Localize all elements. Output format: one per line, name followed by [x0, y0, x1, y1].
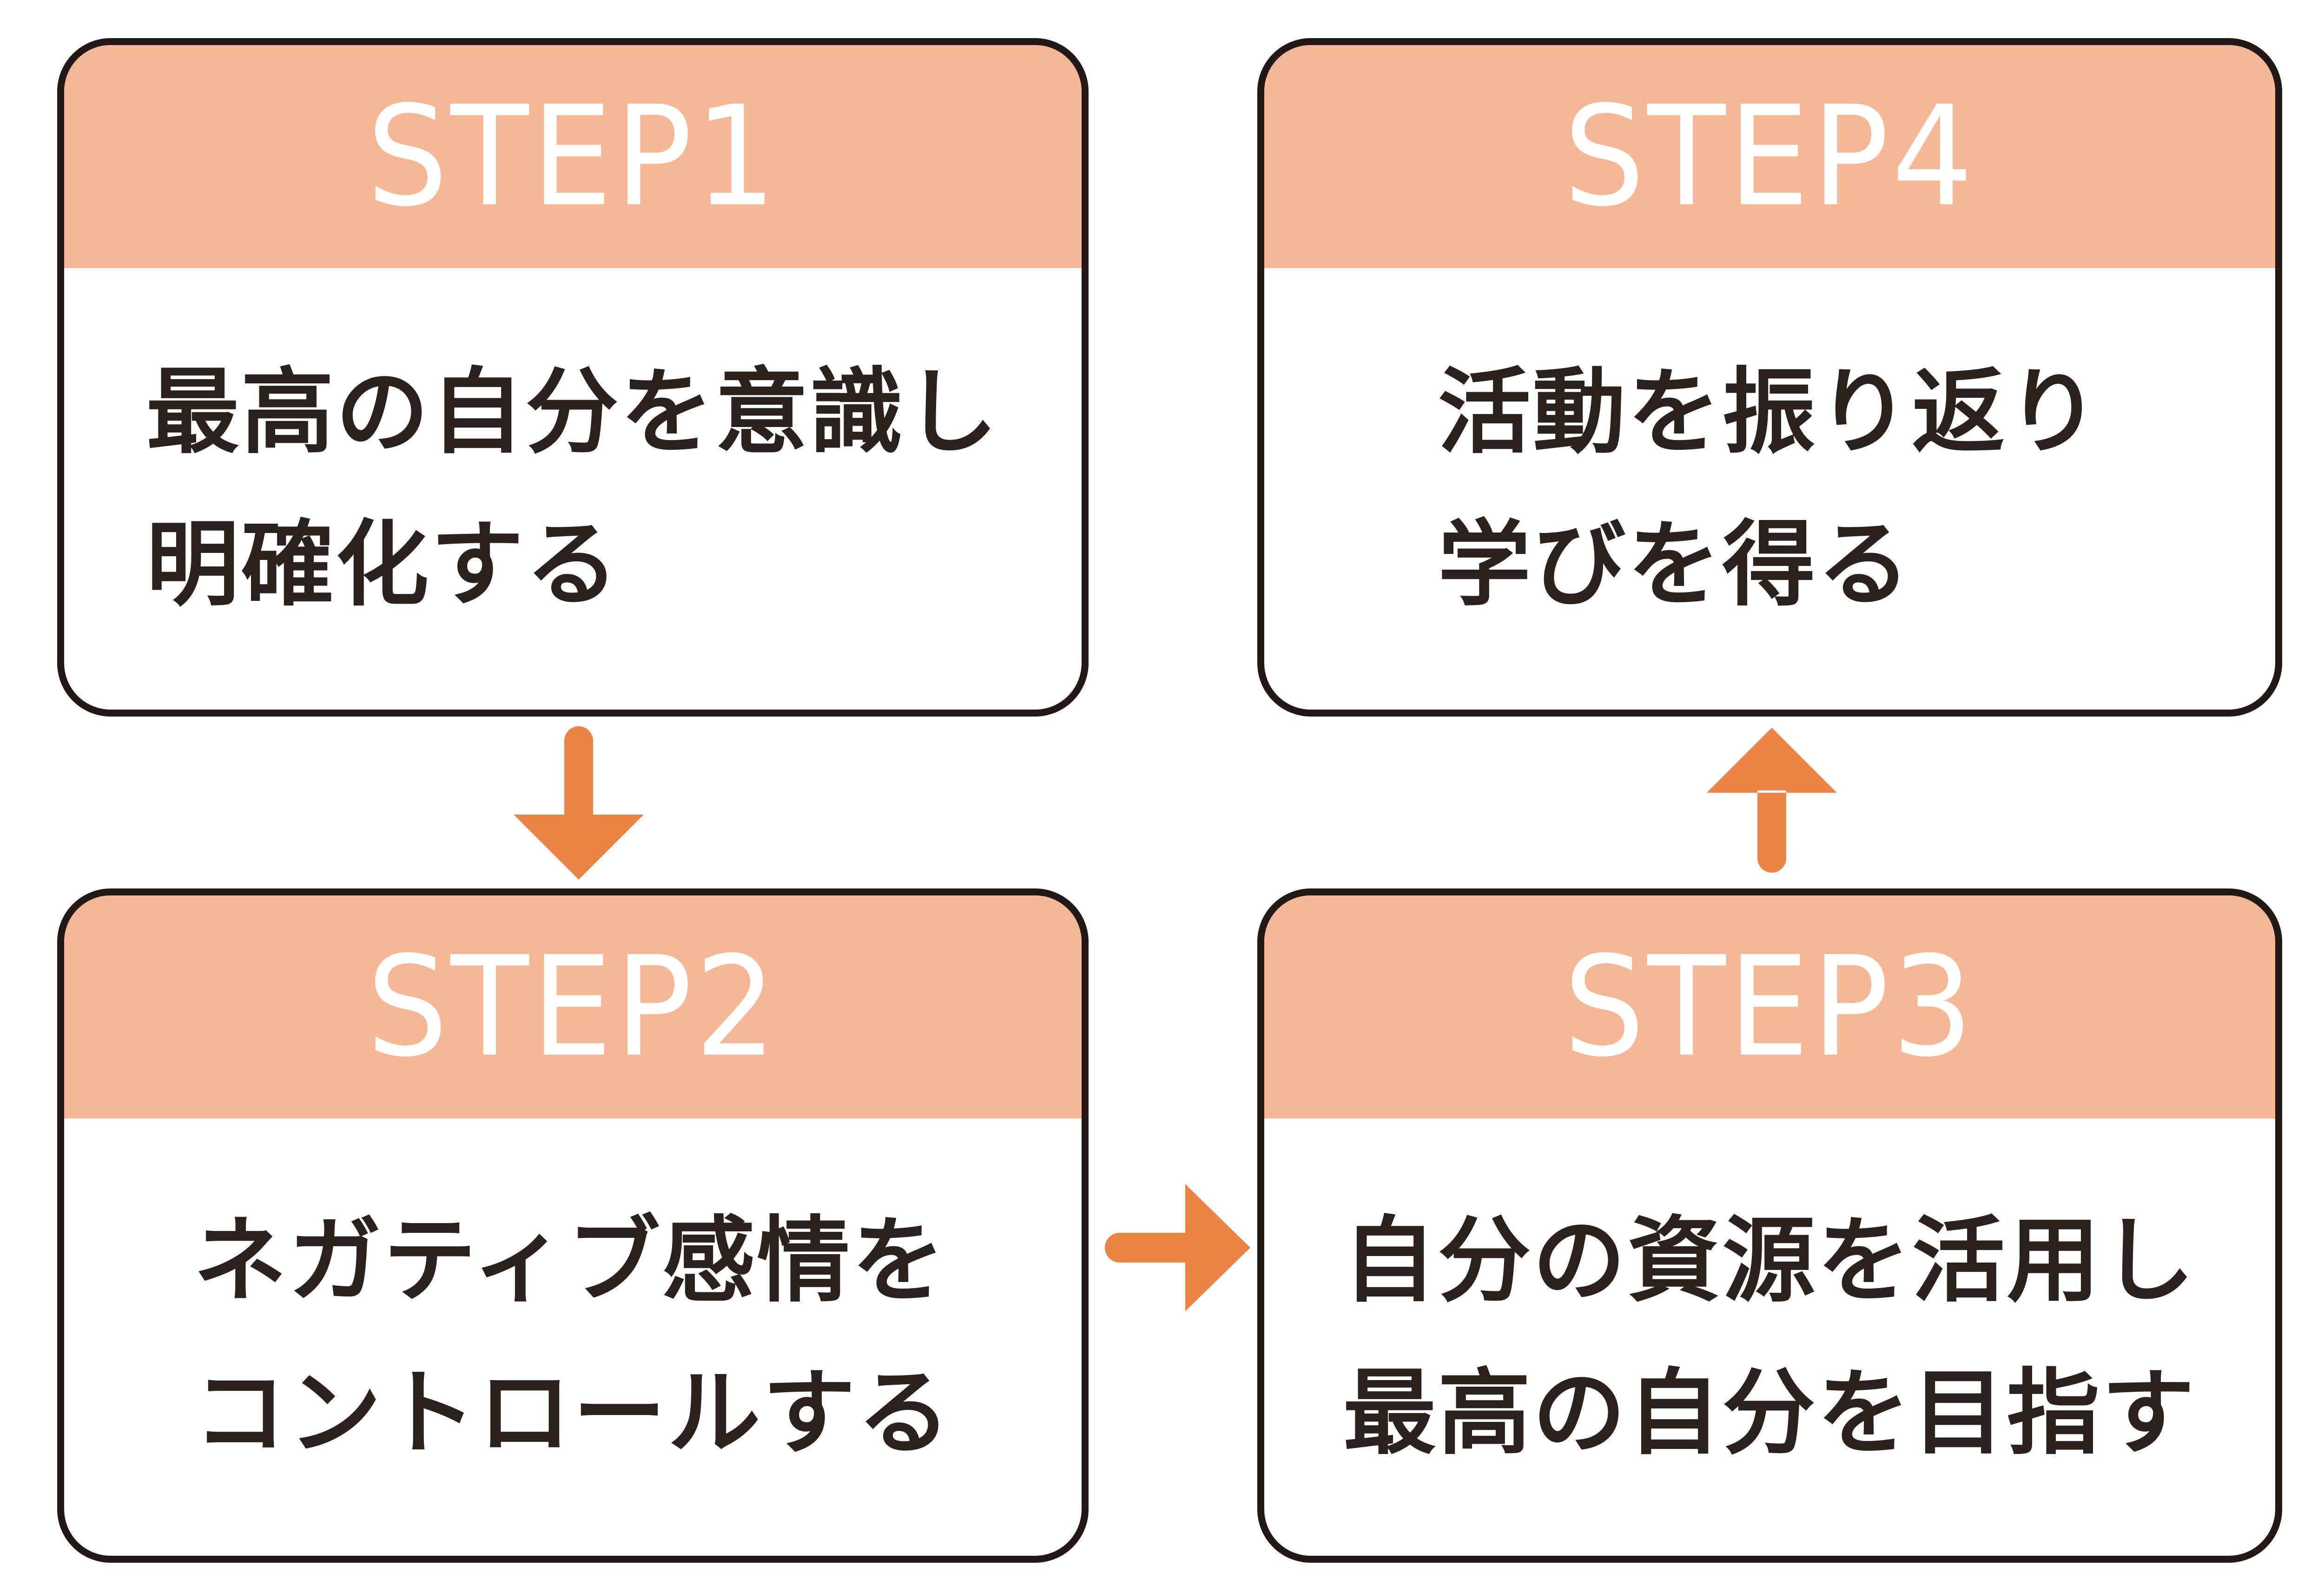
step3-line1: 自分の資源を活用し — [1343, 1206, 2197, 1315]
step2-body: ネガティブ感情を コントロールする — [64, 1118, 1082, 1556]
step1-body: 最高の自分を意識し 明確化する — [64, 268, 1082, 710]
step4-line1: 活動を振り返り — [1438, 358, 2102, 467]
step1-line1: 最高の自分を意識し — [146, 358, 1000, 467]
step3-description: 自分の資源を活用し 最高の自分を目指す — [1343, 1185, 2196, 1490]
step1-description: 最高の自分を意識し 明確化する — [146, 336, 999, 641]
arrow-step3-to-step4 — [1707, 728, 1837, 873]
step1-header: STEP1 — [64, 45, 1082, 268]
step4-line2: 学びを得る — [1438, 511, 1912, 619]
step3-header: STEP3 — [1264, 895, 2275, 1118]
step2-box: STEP2 ネガティブ感情を コントロールする — [57, 888, 1089, 1563]
step1-box: STEP1 最高の自分を意識し 明確化する — [57, 38, 1089, 717]
step2-description: ネガティブ感情を コントロールする — [193, 1185, 952, 1490]
step3-line2: 最高の自分を目指す — [1343, 1359, 2197, 1467]
step2-line2: コントロールする — [193, 1359, 952, 1467]
step2-line1: ネガティブ感情を — [193, 1206, 947, 1315]
step4-body: 活動を振り返り 学びを得る — [1264, 268, 2275, 710]
arrow-step1-to-step2 — [514, 726, 644, 880]
arrow-up-icon — [1707, 728, 1837, 873]
step4-header: STEP4 — [1264, 45, 2275, 268]
step2-header: STEP2 — [64, 895, 1082, 1118]
step4-description: 活動を振り返り 学びを得る — [1438, 336, 2101, 641]
step4-box: STEP4 活動を振り返り 学びを得る — [1257, 38, 2282, 717]
arrow-right-icon — [1105, 1184, 1250, 1311]
arrow-down-icon — [514, 726, 644, 880]
step1-line2: 明確化する — [146, 511, 621, 619]
step2-label: STEP2 — [366, 926, 779, 1087]
arrow-step2-to-step3 — [1105, 1184, 1250, 1311]
step4-label: STEP4 — [1563, 76, 1976, 237]
step3-label: STEP3 — [1563, 926, 1976, 1087]
step3-box: STEP3 自分の資源を活用し 最高の自分を目指す — [1257, 888, 2282, 1563]
step3-body: 自分の資源を活用し 最高の自分を目指す — [1264, 1118, 2275, 1556]
step1-label: STEP1 — [366, 76, 779, 237]
